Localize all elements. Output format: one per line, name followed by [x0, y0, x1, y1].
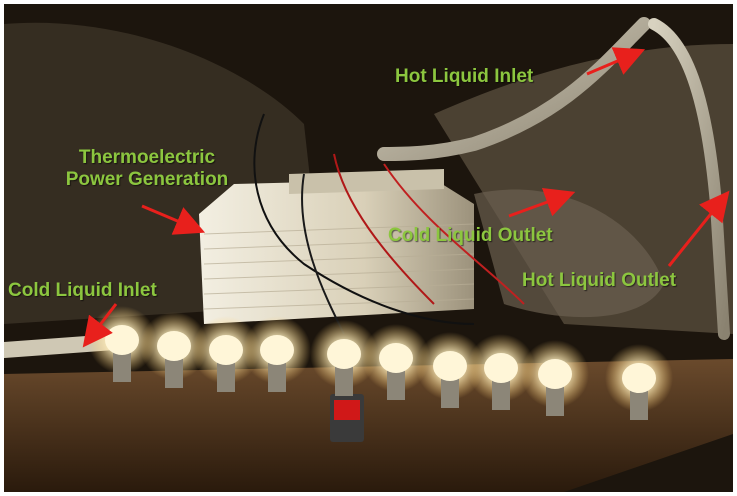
red-arrow-icon — [141, 204, 206, 235]
led-bulb-icon — [310, 320, 378, 396]
led-bulb-icon — [467, 334, 535, 410]
stack-layers — [203, 223, 475, 310]
photo-illustration — [4, 4, 733, 492]
photograph: Hot Liquid Inlet Thermoelectric Power Ge… — [4, 4, 733, 492]
hot-liquid-inlet-label: Hot Liquid Inlet — [395, 66, 534, 87]
thermoelectric-label-line2: Power Generation — [65, 169, 229, 190]
thermoelectric-label-line1: Thermoelectric — [78, 147, 216, 168]
led-bulb-icon — [605, 344, 673, 420]
red-arrow-icon — [586, 47, 646, 76]
hot-liquid-outlet-label: Hot Liquid Outlet — [522, 270, 677, 291]
thermoelectric-stack — [199, 179, 474, 324]
red-arrow-icon — [82, 303, 118, 348]
led-bulb-row — [88, 306, 673, 420]
thermoelectric-label: Thermoelectric Power Generation — [32, 147, 262, 191]
red-switch — [334, 400, 360, 420]
led-bulb-icon — [521, 340, 589, 416]
red-arrow-icon — [508, 188, 576, 218]
right-surface — [434, 44, 733, 334]
led-bulb-icon — [192, 316, 260, 392]
top-plate — [289, 169, 444, 194]
cold-liquid-inlet-label: Cold Liquid Inlet — [8, 280, 157, 301]
led-bulb-icon — [243, 316, 311, 392]
led-bulb-icon — [362, 324, 430, 400]
red-arrow-icon — [667, 190, 730, 267]
led-bulb-icon — [416, 332, 484, 408]
led-bulb-icon — [140, 312, 208, 388]
cold-liquid-outlet-label: Cold Liquid Outlet — [388, 225, 553, 246]
round-lid — [474, 189, 664, 318]
